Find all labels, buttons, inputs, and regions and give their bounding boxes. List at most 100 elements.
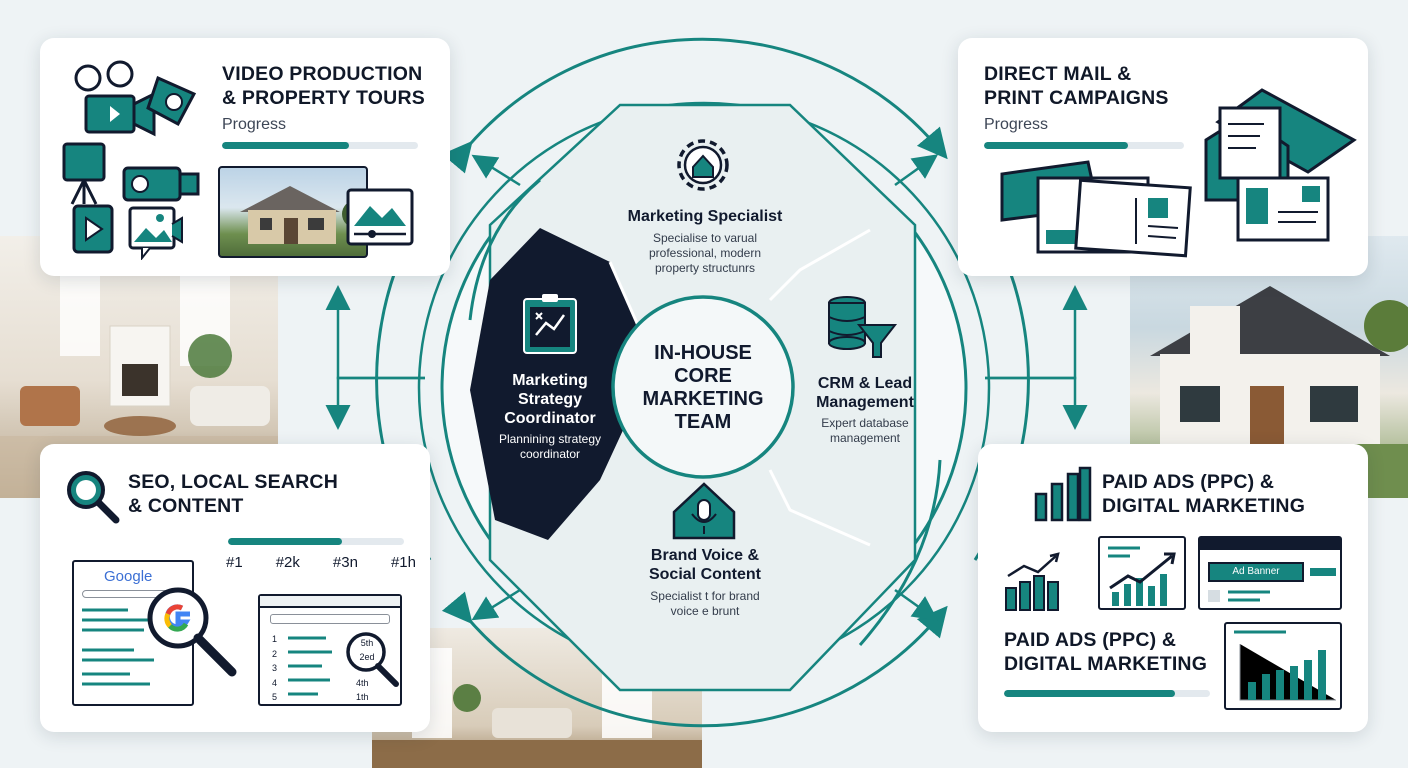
browser-list-numbers: 1 2 3 4 5 <box>272 632 277 705</box>
database-funnel-icon <box>828 296 898 358</box>
specialist-sub2: professional, modern <box>648 246 762 260</box>
seo-progress-bar <box>228 538 404 545</box>
video-title-line2: & PROPERTY TOURS <box>222 87 425 109</box>
bar-chart-icon <box>1034 466 1092 522</box>
ppc-card-title: PAID ADS (PPC) & DIGITAL MARKETING <box>1102 470 1305 518</box>
hub-center-line4: TEAM <box>674 411 732 433</box>
seo-card: SEO, LOCAL SEARCH & CONTENT #1 #2k #3n #… <box>40 444 430 732</box>
ranking-browser: 1 2 3 4 5 5th 2ed 4th 1th <box>258 594 402 706</box>
hub-center-line1: IN-HOUSE <box>654 342 752 364</box>
ad-browser-window: Ad Banner <box>1198 536 1342 610</box>
search-results-page: Google <box>72 560 194 706</box>
video-camera-icon <box>62 60 200 205</box>
video-progress-bar <box>222 142 418 149</box>
list-number-5: 5 <box>272 692 278 702</box>
seo-rank-3: #3n <box>332 554 358 571</box>
coordinator-title3: Coordinator <box>504 410 596 427</box>
browser-rank-labels-lower: 4th 1th <box>356 676 369 704</box>
crm-segment: CRM & Lead Management Expert database ma… <box>795 374 935 446</box>
performance-chart-panel <box>1224 622 1342 710</box>
ppc-title-line1: PAID ADS (PPC) & <box>1102 471 1275 493</box>
connector-arrows <box>325 154 1088 621</box>
seo-rank-labels: #1 #2k #3n #1h <box>226 554 416 571</box>
ppc-progress-bar <box>1004 690 1210 697</box>
coordinator-sub2: coordinator <box>519 447 581 461</box>
video-progress-fill <box>222 142 350 149</box>
coordinator-title2: Strategy <box>517 391 583 408</box>
ppc-card-title-secondary: PAID ADS (PPC) & DIGITAL MARKETING <box>1004 628 1207 676</box>
list-number-1: 1 <box>272 634 278 644</box>
browser-search-field <box>270 614 390 624</box>
specialist-segment: Marketing Specialist Specialise to varua… <box>590 207 820 276</box>
ad-banner[interactable]: Ad Banner <box>1208 562 1304 582</box>
crm-title1: CRM & Lead <box>817 375 913 392</box>
list-rank-3: 4th <box>356 678 369 688</box>
ad-cta-button[interactable] <box>1310 568 1336 576</box>
crm-sub1: Expert database <box>821 416 909 430</box>
mail-card-title: DIRECT MAIL & PRINT CAMPAIGNS <box>984 62 1169 110</box>
brand-sub1: Specialist t for brand <box>650 589 760 603</box>
strategy-board-icon <box>523 294 577 354</box>
list-number-3: 3 <box>272 663 278 673</box>
specialist-sub3: property structunrs <box>654 261 756 275</box>
seo-rank-4: #1h <box>390 554 416 571</box>
list-rank-2: 2ed <box>359 652 375 662</box>
brand-title2: Social Content <box>648 566 761 583</box>
coordinator-segment-text: Marketing Strategy Coordinator Planninin… <box>480 371 620 462</box>
ad-browser-toolbar <box>1200 538 1340 550</box>
list-rank-4: 1th <box>356 692 369 702</box>
gear-house-icon <box>677 139 729 191</box>
hub-center-title: IN-HOUSE CORE MARKETING TEAM <box>613 342 793 434</box>
gallery-icon <box>346 188 414 246</box>
analytics-panel <box>1098 536 1186 610</box>
seo-progress-fill <box>228 538 343 545</box>
coordinator-title1: Marketing <box>512 372 588 389</box>
list-number-2: 2 <box>272 648 278 659</box>
house-microphone-icon <box>672 482 736 540</box>
specialist-sub1: Specialise to varual <box>652 231 758 245</box>
crm-sub2: management <box>829 431 901 445</box>
list-number-4: 4 <box>272 677 278 688</box>
mail-title-line1: DIRECT MAIL & <box>984 63 1132 85</box>
browser-toolbar <box>260 596 400 608</box>
hub-center-line2: CORE <box>674 365 732 387</box>
mail-progress-bar <box>984 142 1184 149</box>
google-magnifier-icon <box>147 587 237 677</box>
seo-title-line1: SEO, LOCAL SEARCH <box>128 471 338 493</box>
play-button-icon <box>72 204 114 254</box>
mail-progress-fill <box>984 142 1128 149</box>
video-progress-label: Progress <box>222 116 287 133</box>
center-circle <box>611 295 795 479</box>
ppc-title2-line2: DIGITAL MARKETING <box>1004 653 1208 675</box>
coordinator-segment <box>470 228 640 540</box>
growth-chart-icon <box>1005 552 1060 611</box>
mail-progress-label: Progress <box>984 116 1049 133</box>
brand-segment: Brand Voice & Social Content Specialist … <box>620 546 790 619</box>
brand-sub2: voice e brunt <box>670 604 740 618</box>
ppc-title-line2: DIGITAL MARKETING <box>1102 495 1306 517</box>
seo-title-line2: & CONTENT <box>128 495 244 517</box>
ppc-title2-line1: PAID ADS (PPC) & <box>1004 629 1177 651</box>
mail-envelope-icon <box>1000 88 1357 258</box>
ppc-progress-fill <box>1004 690 1175 697</box>
image-message-icon <box>128 206 183 260</box>
video-production-card: VIDEO PRODUCTION & PROPERTY TOURS Progre… <box>40 38 450 276</box>
seo-rank-1: #1 <box>226 554 243 571</box>
magnifier-icon <box>67 471 120 524</box>
list-rank-1: 5th <box>360 638 374 648</box>
property-video-thumbnail <box>218 166 368 258</box>
coordinator-sub1: Plannining strategy <box>498 432 602 446</box>
browser-rank-labels: 5th 2ed <box>352 636 382 664</box>
mail-title-line2: PRINT CAMPAIGNS <box>984 87 1169 109</box>
hub-center-line3: MARKETING <box>642 388 764 410</box>
seo-rank-2: #2k <box>275 554 300 571</box>
direct-mail-card: DIRECT MAIL & PRINT CAMPAIGNS Progress <box>958 38 1368 276</box>
video-card-title: VIDEO PRODUCTION & PROPERTY TOURS <box>222 62 425 110</box>
specialist-title: Marketing Specialist <box>627 208 783 225</box>
video-title-line1: VIDEO PRODUCTION <box>222 63 423 85</box>
crm-title2: Management <box>816 394 914 411</box>
search-brand-label: Google <box>104 568 153 585</box>
brand-title1: Brand Voice & <box>650 547 760 564</box>
paid-ads-card: PAID ADS (PPC) & DIGITAL MARKETING Ad Ba… <box>978 444 1368 732</box>
